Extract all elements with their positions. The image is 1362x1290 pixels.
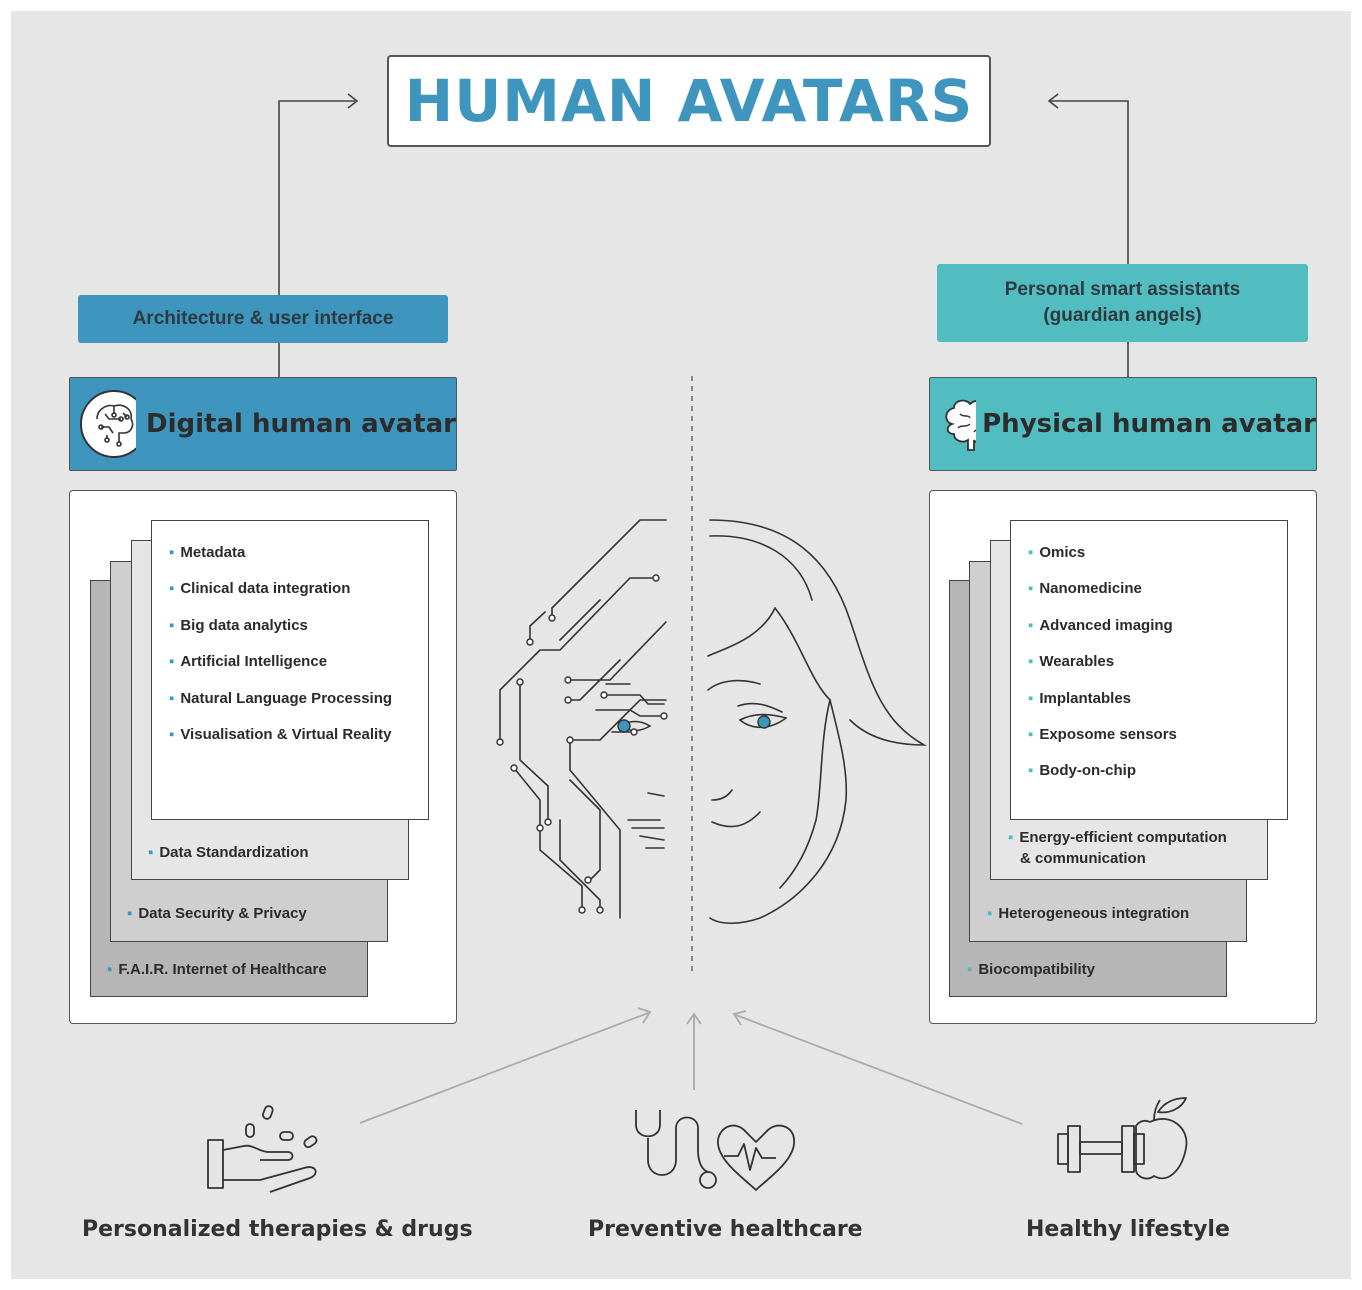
- list-item: Implantables: [1028, 690, 1177, 726]
- list-item: Body-on-chip: [1028, 762, 1177, 798]
- list-item: Artificial Intelligence: [169, 653, 392, 689]
- list-item: Omics: [1028, 544, 1177, 580]
- bottom-label-lifestyle: Healthy lifestyle: [1026, 1217, 1230, 1242]
- layer-label: ▪Biocompatibility: [967, 961, 1096, 978]
- layer-label: ▪Data Standardization: [148, 844, 309, 861]
- list-item: Advanced imaging: [1028, 617, 1177, 653]
- physical-avatar-title: Physical human avatar: [982, 409, 1316, 439]
- face-illustration: [496, 519, 928, 925]
- bottom-label-therapies: Personalized therapies & drugs: [82, 1217, 473, 1242]
- list-item: Wearables: [1028, 653, 1177, 689]
- arrow-left: [359, 1012, 649, 1124]
- dumbbell-apple-icon: [1057, 1097, 1188, 1180]
- layer-label: ▪F.A.I.R. Internet of Healthcare: [107, 961, 327, 978]
- layer-label: ▪Energy-efficient computation: [1008, 829, 1227, 846]
- page-title: HUMAN AVATARS: [404, 67, 974, 135]
- digital-item-list: Metadata Clinical data integration Big d…: [169, 544, 392, 762]
- list-item: Metadata: [169, 544, 392, 580]
- list-item: Nanomedicine: [1028, 580, 1177, 616]
- layer-label: ▪Data Security & Privacy: [127, 905, 307, 922]
- digital-avatar-header: Digital human avatar: [69, 377, 457, 471]
- list-item: Big data analytics: [169, 617, 392, 653]
- layer-label: & communication: [1020, 850, 1146, 867]
- assistants-tag-line1: Personal smart assistants: [1004, 279, 1241, 301]
- list-item: Natural Language Processing: [169, 690, 392, 726]
- list-item: Exposome sensors: [1028, 726, 1177, 762]
- physical-item-list: Omics Nanomedicine Advanced imaging Wear…: [1028, 544, 1177, 799]
- layer-label: ▪Heterogeneous integration: [987, 905, 1190, 922]
- circuit-brain-icon: [80, 390, 136, 458]
- digital-avatar-title: Digital human avatar: [145, 409, 456, 439]
- list-item: Clinical data integration: [169, 580, 392, 616]
- arrow-right: [735, 1014, 1023, 1125]
- assistants-tag: Personal smart assistants (guardian ange…: [937, 264, 1308, 342]
- list-item: Visualisation & Virtual Reality: [169, 726, 392, 762]
- assistants-tag-line2: (guardian angels): [1043, 305, 1202, 326]
- brain-icon: [945, 399, 977, 451]
- hand-pills-icon: [207, 1105, 318, 1193]
- stethoscope-heart-icon: [635, 1110, 795, 1191]
- physical-avatar-header: Physical human avatar: [929, 377, 1317, 471]
- title-box: HUMAN AVATARS: [387, 55, 991, 147]
- architecture-tag-label: Architecture & user interface: [132, 308, 394, 330]
- architecture-tag: Architecture & user interface: [78, 295, 448, 343]
- bottom-label-preventive: Preventive healthcare: [588, 1217, 863, 1242]
